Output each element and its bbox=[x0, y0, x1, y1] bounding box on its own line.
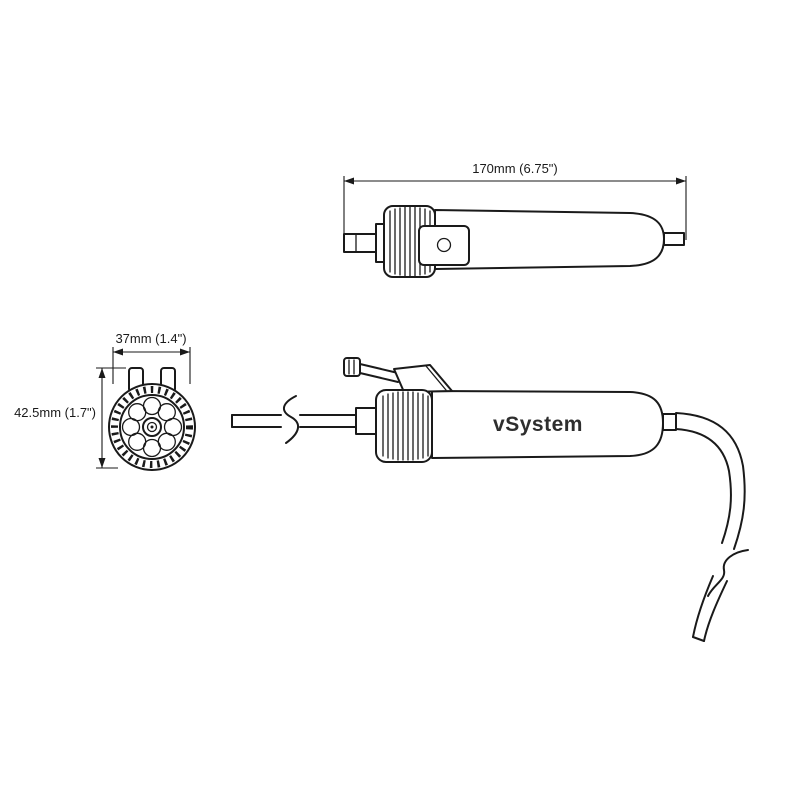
width-dimension: 37mm (1.4") bbox=[112, 331, 191, 384]
hub-center-dot bbox=[150, 425, 154, 429]
outlet-stub bbox=[663, 232, 685, 246]
breather-tube-edge bbox=[359, 363, 399, 374]
tube-break-icon bbox=[707, 549, 749, 597]
hub-inner-circle bbox=[146, 421, 158, 433]
arrowhead-right-icon bbox=[676, 177, 686, 185]
wheel-holes bbox=[121, 396, 183, 458]
tube-break-icon bbox=[283, 395, 299, 444]
top-side-view: 170mm (6.75") bbox=[343, 161, 687, 278]
wheel-hole bbox=[157, 403, 176, 422]
feed-tube-left bbox=[231, 395, 377, 444]
breather-tube-edge bbox=[359, 372, 399, 383]
arrowhead-bottom-icon bbox=[98, 458, 106, 468]
knurl-texture-ring bbox=[111, 386, 193, 468]
tube-edge bbox=[703, 580, 728, 642]
width-dimension-label: 37mm (1.4") bbox=[115, 331, 186, 346]
tube-fitting bbox=[355, 407, 377, 435]
knurl-ribs bbox=[382, 391, 429, 461]
arrowhead-left-icon bbox=[344, 177, 354, 185]
height-dimension: 42.5mm (1.7") bbox=[14, 367, 126, 469]
height-dimension-label: 42.5mm (1.7") bbox=[14, 405, 96, 420]
length-dimension-label: 170mm (6.75") bbox=[472, 161, 558, 176]
arrowhead-right-icon bbox=[180, 348, 190, 356]
breather-cap bbox=[343, 357, 361, 377]
nozzle-stub bbox=[343, 233, 379, 253]
front-end-view: 37mm (1.4") 42.5mm (1.7") bbox=[14, 331, 196, 471]
outlet-stub bbox=[662, 413, 677, 431]
breather-housing-crease bbox=[425, 365, 447, 391]
breather-cap-ribs bbox=[348, 359, 355, 375]
tube-edge bbox=[675, 428, 732, 544]
tube-edge bbox=[692, 575, 714, 638]
brand-label: vSystem bbox=[493, 413, 583, 436]
main-side-view: vSystem bbox=[231, 357, 749, 642]
breather-housing bbox=[393, 364, 453, 393]
mounting-clamp bbox=[418, 225, 470, 266]
tube-end-cap bbox=[692, 636, 705, 642]
arrowhead-top-icon bbox=[98, 368, 106, 378]
clamp-hole bbox=[436, 237, 452, 253]
breather-nozzle bbox=[343, 357, 453, 393]
tube-edge bbox=[675, 412, 746, 550]
arrowhead-left-icon bbox=[113, 348, 123, 356]
delivery-tube-right bbox=[675, 412, 749, 642]
length-dimension: 170mm (6.75") bbox=[343, 161, 687, 240]
